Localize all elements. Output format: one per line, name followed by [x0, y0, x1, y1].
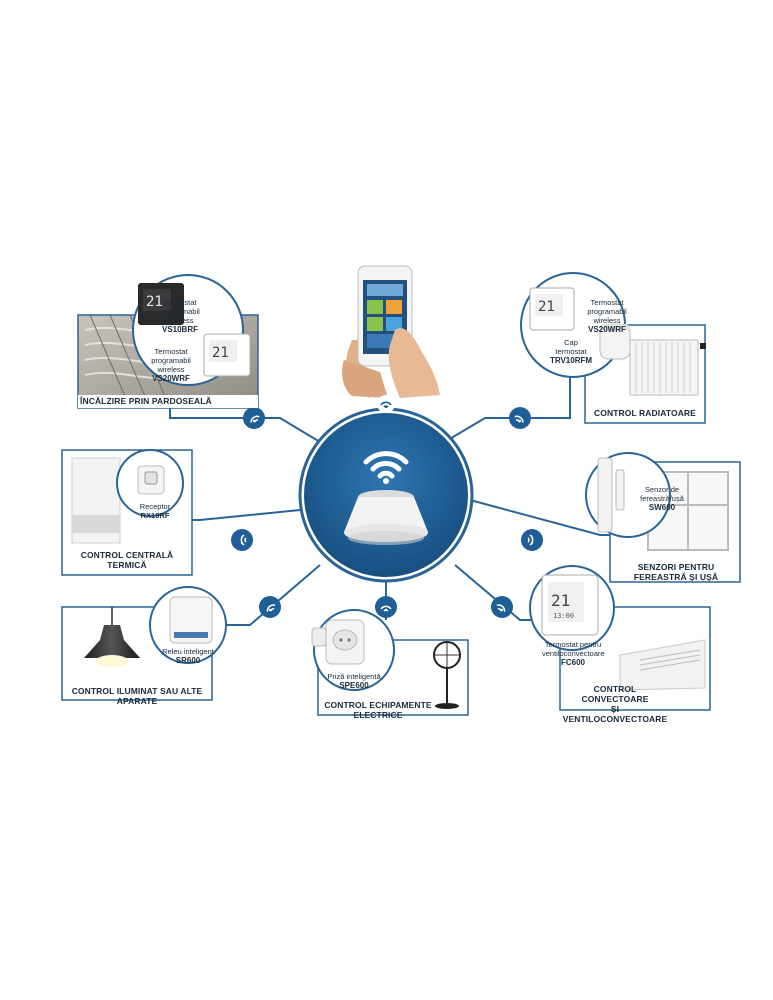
radiator-caption: CONTROL RADIATOARE	[594, 408, 696, 418]
panel-light	[61, 586, 227, 701]
hub-wifi-icon	[363, 451, 409, 479]
convector-caption-line2: ȘI VENTILOCONVECTOARE	[562, 704, 668, 724]
panel-window	[585, 452, 741, 583]
svg-text:21: 21	[538, 299, 555, 315]
smartphone	[342, 265, 440, 398]
convector-display-temp: 21	[551, 591, 570, 610]
light-device-label: Releu inteligent SR600	[162, 647, 214, 665]
window-device-label: Senzor de fereastră/ușă SW600	[640, 485, 684, 512]
hub-gateway	[298, 407, 474, 583]
wifi-badge-window	[521, 529, 543, 551]
wifi-badge-convector	[491, 596, 513, 618]
boiler-caption: CONTROL CENTRALĂ TERMICĂ	[62, 550, 192, 570]
floor-device2-label: Termostat programabil wireless VS20WRF	[151, 347, 191, 383]
svg-text:21: 21	[212, 345, 229, 361]
convector-device-label: Termostat pentru ventiloconvectoare FC60…	[542, 640, 605, 667]
light-caption: CONTROL ILUMINAT SAU ALTE APARATE	[71, 686, 203, 706]
wifi-badge-plug	[375, 596, 397, 618]
boiler-caption-line2: TERMICĂ	[107, 560, 147, 570]
wifi-badge-boiler	[231, 529, 253, 551]
panel-plug	[311, 609, 469, 716]
radiator-device1-label: Termostat programabil wireless VS20WRF	[587, 298, 627, 334]
floor-device1-label: Termostat programabil wireless VS10BRF	[160, 298, 200, 334]
window-caption: SENZORI PENTRU FEREASTRĂ ȘI UȘĂ	[633, 562, 719, 582]
wifi-badge-floor	[243, 407, 265, 429]
panel-floor-heating: 21 21	[77, 274, 259, 409]
wifi-badges	[231, 395, 543, 618]
wifi-badge-radiator	[509, 407, 531, 429]
panel-radiator: 21	[520, 272, 706, 424]
floor-caption: ÎNCĂLZIRE PRIN PARDOSEALĂ	[80, 396, 212, 406]
convector-display-time: 13:00	[553, 612, 574, 620]
boiler-device-label: Receptor RX10RF	[139, 502, 171, 520]
line-radiator	[447, 373, 571, 441]
svg-text:21: 21	[146, 294, 163, 310]
boiler-caption-line1: CONTROL CENTRALĂ	[80, 550, 174, 560]
plug-device-label: Priză inteligentă SPE600	[327, 672, 381, 690]
plug-caption: CONTROL ECHIPAMENTE ELECTRICE	[324, 700, 432, 720]
panel-boiler	[61, 449, 193, 576]
convector-caption-line1: CONTROL CONVECTOARE	[581, 684, 649, 704]
radiator-device2-label: Cap termostat TRV10RFM	[549, 338, 593, 365]
wifi-badge-light	[259, 596, 281, 618]
panel-convector: 21 13:00	[529, 565, 711, 711]
wifi-badge-phone	[377, 395, 395, 413]
convector-caption: CONTROL CONVECTOARE ȘI VENTILOCONVECTOAR…	[560, 684, 670, 724]
